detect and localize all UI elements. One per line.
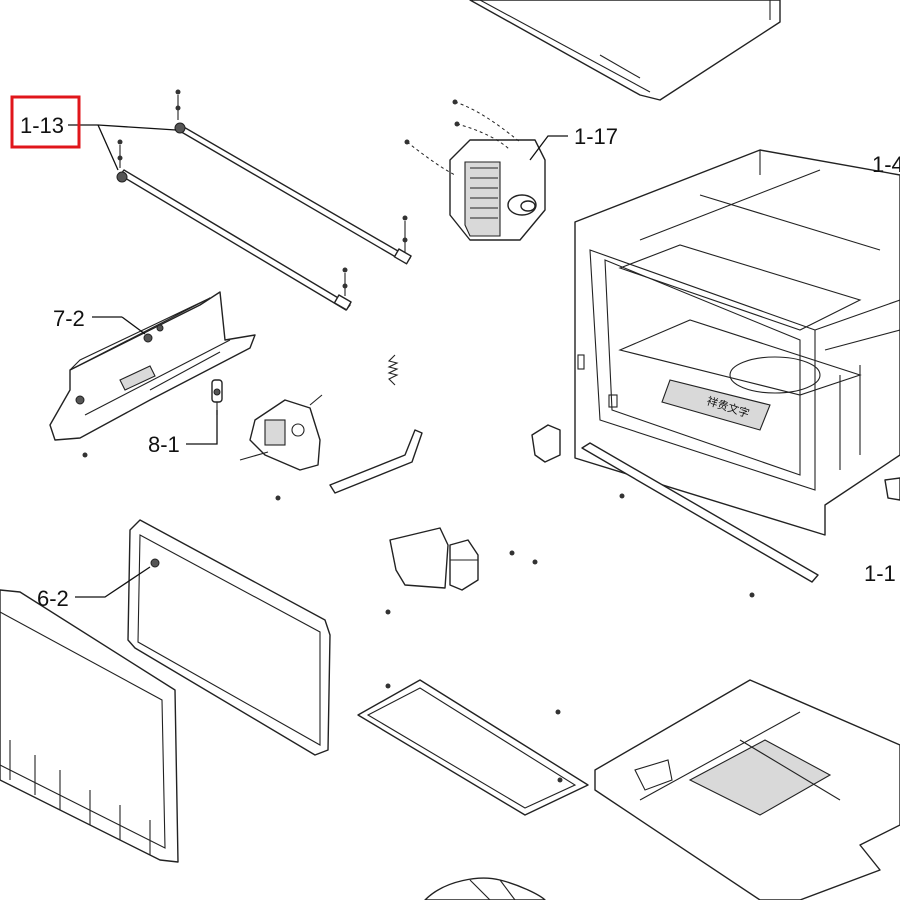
small-bracket	[531, 424, 561, 463]
fan-guard	[424, 877, 546, 900]
switch-assembly	[239, 394, 323, 471]
door-gasket	[127, 519, 331, 756]
door-frame	[0, 589, 179, 863]
oven-cavity	[574, 149, 900, 536]
tray-panel	[357, 679, 589, 816]
side-cover	[389, 527, 479, 591]
rod-screws	[117, 89, 408, 296]
spring	[387, 354, 399, 386]
top-panel	[469, 0, 781, 101]
heater-rod-lower	[116, 169, 352, 311]
callout-label-1-4: 1-4	[872, 152, 900, 177]
callout-label-6-2: 6-2	[37, 586, 69, 611]
bracket-screws	[82, 452, 755, 715]
highlight-box	[10, 95, 81, 149]
callout-label-1-1x: 1-1	[864, 561, 896, 586]
knob-part	[211, 379, 223, 415]
callout-label-7-2: 7-2	[53, 306, 85, 331]
side-clip-right	[884, 477, 900, 501]
callout-label-8-1: 8-1	[148, 432, 180, 457]
heater-rod-upper	[174, 122, 412, 265]
door-lever	[329, 429, 423, 494]
callout-label-1-17: 1-17	[574, 124, 618, 149]
choke-strip	[581, 442, 819, 583]
control-bracket	[49, 291, 256, 441]
magnetron	[404, 99, 546, 241]
callout-label-1-13: 1-13	[20, 113, 64, 138]
base-plate	[594, 679, 900, 900]
callout-leaders	[68, 124, 568, 598]
